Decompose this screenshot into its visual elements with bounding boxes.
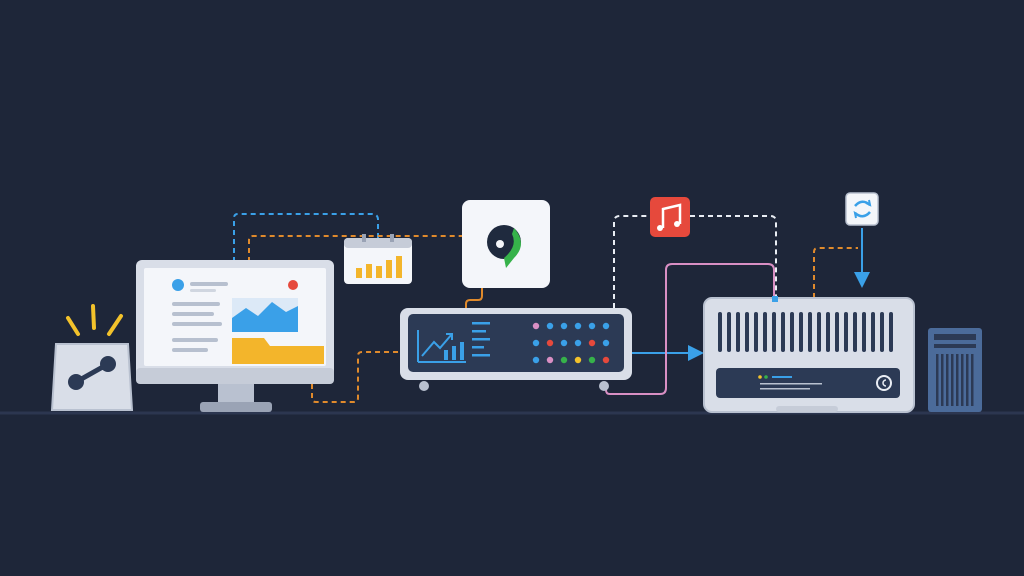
- vent-slot: [835, 312, 839, 352]
- vent-slot: [844, 312, 848, 352]
- status-led: [758, 375, 762, 379]
- share-node-icon: [68, 356, 116, 390]
- grille-bar: [951, 354, 954, 406]
- bar-chart-icon: [356, 256, 402, 278]
- vent-slot: [727, 312, 731, 352]
- switch-foot: [419, 381, 429, 391]
- monitor-base: [200, 402, 272, 412]
- connector-chat-switch-orange: [465, 286, 483, 310]
- power-button-icon[interactable]: [876, 375, 892, 391]
- alert-dot: [288, 280, 298, 290]
- tower-slot: [934, 334, 976, 340]
- grille-bar: [966, 354, 969, 406]
- share-hub: [50, 304, 134, 411]
- text-line: [172, 338, 218, 342]
- vent-slot: [790, 312, 794, 352]
- text-line: [190, 282, 228, 286]
- grille-bar: [971, 354, 974, 406]
- vent-slot: [781, 312, 785, 352]
- vent-slot: [772, 312, 776, 352]
- card-header: [344, 238, 412, 248]
- text-line: [172, 302, 220, 306]
- vent-slot: [736, 312, 740, 352]
- vent-slot: [889, 312, 893, 352]
- card-body: [845, 192, 879, 226]
- vent-slot: [754, 312, 758, 352]
- trend-chart-icon: [417, 330, 466, 363]
- switch-text-lines: [472, 322, 490, 357]
- vent-slot: [745, 312, 749, 352]
- grille-bar: [961, 354, 964, 406]
- vent-slot: [817, 312, 821, 352]
- hub-body: [50, 343, 134, 411]
- text-line: [172, 322, 222, 326]
- tower-grille: [936, 354, 974, 406]
- bar-chart-card: [344, 234, 412, 284]
- glow-ray: [107, 314, 123, 336]
- server-vent: [718, 312, 893, 352]
- grille-bar: [956, 354, 959, 406]
- monitor-neck: [218, 384, 254, 404]
- monitor-chin: [136, 368, 334, 384]
- music-note-icon: [657, 203, 682, 231]
- port-led-grid: [532, 322, 610, 364]
- text-line: [172, 312, 214, 316]
- panel-line: [760, 388, 810, 390]
- vent-slot: [826, 312, 830, 352]
- vent-slot: [880, 312, 884, 352]
- area-chart-widget: [232, 298, 298, 332]
- chat-logo-card: [462, 200, 550, 288]
- connector-switch-music-white: [613, 215, 650, 308]
- vent-slot: [862, 312, 866, 352]
- vent-slot: [808, 312, 812, 352]
- speaker-tower: [928, 328, 982, 412]
- grille-bar: [941, 354, 944, 406]
- status-led: [764, 375, 768, 379]
- connector-monitor-switch-orange: [311, 351, 400, 403]
- desktop-monitor: [136, 260, 334, 412]
- panel-line: [772, 376, 792, 378]
- connector-monitor-chat-orange: [248, 235, 462, 262]
- connector-monitor-chart-blue: [233, 213, 379, 262]
- card-body: [650, 197, 690, 237]
- switch-foot: [599, 381, 609, 391]
- chat-bubble-logo-icon: [487, 225, 521, 268]
- tower-slot: [934, 344, 976, 348]
- avatar-dot: [172, 279, 184, 291]
- panel-line: [760, 383, 822, 385]
- connector-switch-server-pink: [605, 263, 775, 395]
- glow-ray: [91, 304, 96, 330]
- music-card: [650, 197, 690, 237]
- network-switch: [400, 308, 632, 391]
- vent-slot: [871, 312, 875, 352]
- card-ring: [390, 234, 394, 242]
- yellow-panel: [232, 338, 324, 364]
- connectors: [233, 213, 870, 403]
- grille-bar: [946, 354, 949, 406]
- vent-slot: [718, 312, 722, 352]
- vent-slot: [853, 312, 857, 352]
- glow-ray: [66, 316, 80, 336]
- text-line: [172, 348, 208, 352]
- card-ring: [362, 234, 366, 242]
- grille-bar: [936, 354, 939, 406]
- server-unit: [703, 296, 915, 413]
- vent-slot: [763, 312, 767, 352]
- text-line: [190, 289, 216, 292]
- connector-sync-server-orange: [813, 247, 858, 298]
- sync-card: [845, 192, 879, 226]
- connector-music-server-white: [690, 215, 777, 298]
- vent-slot: [799, 312, 803, 352]
- server-foot: [776, 406, 838, 412]
- sync-arrows-icon: [853, 199, 872, 219]
- server-port: [772, 296, 778, 302]
